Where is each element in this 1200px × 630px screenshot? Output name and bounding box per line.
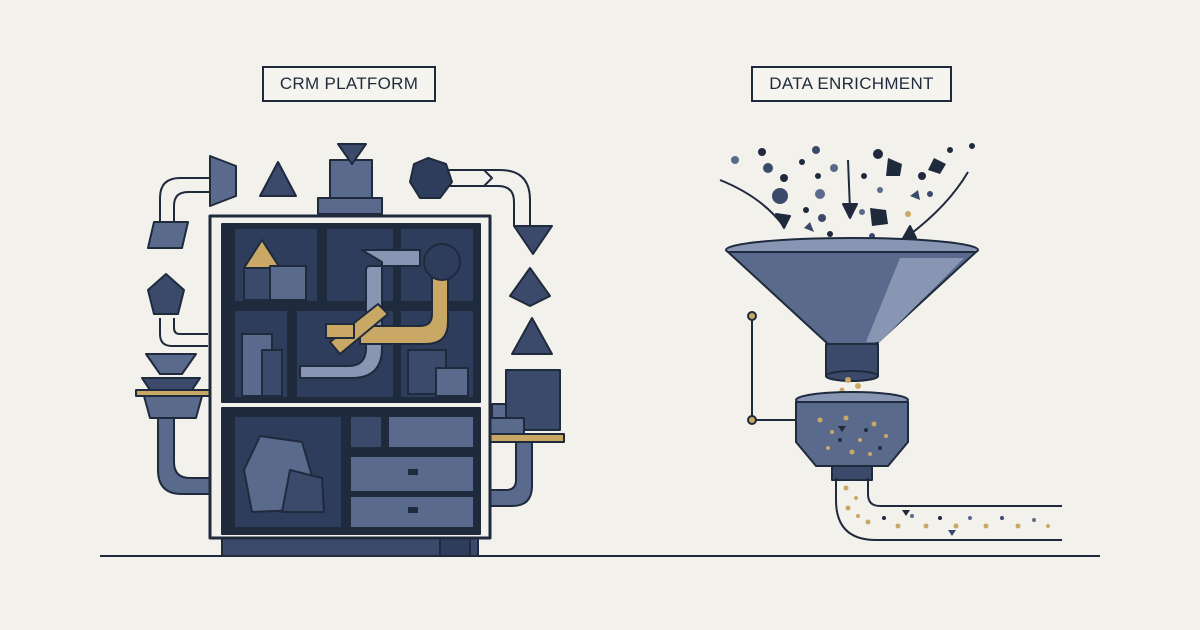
drawer-handle-icon-2 <box>408 507 418 513</box>
inner-block-icon-4 <box>261 349 283 397</box>
drawer-handle-icon <box>408 469 418 475</box>
compartment-icon-8 <box>349 415 383 449</box>
support-bracket-icon <box>751 316 800 421</box>
bracket-joint-icon-2 <box>747 415 757 425</box>
lever-base-icon <box>325 323 355 339</box>
lever-arm-icon <box>329 303 389 355</box>
arrowhead-icon <box>775 213 791 229</box>
gold-pipe-icon <box>359 267 449 345</box>
compartment-icon-9 <box>387 415 475 449</box>
parallelogram-shape-icon <box>147 221 189 249</box>
hopper-mid-icon <box>141 377 201 391</box>
crm-platform-label: CRM PLATFORM <box>262 66 436 102</box>
vessel-particles-icon <box>817 415 888 456</box>
funnel-shine-icon <box>866 258 964 342</box>
hopper-pipe-icon <box>157 417 215 495</box>
data-funnel-icon <box>719 143 1062 541</box>
funnel-cap-icon <box>337 143 367 165</box>
vessel-neck-icon <box>831 465 873 481</box>
return-pipe-icon <box>489 441 533 507</box>
triangle-shape-icon-2 <box>511 317 553 355</box>
block-shape-icon-2 <box>317 197 383 215</box>
funnel-neck-base-icon <box>825 370 879 382</box>
bracket-joint-icon <box>747 311 757 321</box>
inflow-arrows-icon <box>719 159 969 237</box>
hopper-top-icon <box>145 353 197 375</box>
inner-block-icon-2 <box>269 265 307 301</box>
data-particles-icon <box>731 143 975 250</box>
triangle-shape-icon <box>259 161 297 197</box>
arrowhead-icon-2 <box>842 203 858 219</box>
arrowhead-icon-3 <box>901 225 917 241</box>
inner-block-icon-6 <box>435 367 469 397</box>
block-shape-icon <box>329 159 373 199</box>
feed-pipe-icon <box>159 169 531 347</box>
hopper-bowl-icon <box>143 395 203 419</box>
crm-machine-icon <box>135 143 565 557</box>
side-plate-icon <box>487 433 565 443</box>
side-pipe-icon-2 <box>487 417 525 435</box>
shield-shape-icon <box>509 267 551 307</box>
inner-polygon-icon-2 <box>281 469 325 513</box>
data-enrichment-label: DATA ENRICHMENT <box>751 66 952 102</box>
outflow-pipe-icon <box>835 478 1062 541</box>
inner-pipe-icon <box>299 249 421 379</box>
valve-ball-icon <box>423 243 461 281</box>
triangle-down-icon <box>513 225 553 255</box>
outflow-particles-icon <box>843 485 1050 536</box>
vessel-body-icon <box>795 401 909 467</box>
pentagon-shape-icon-2 <box>147 273 185 315</box>
heptagon-shape-icon <box>409 157 453 199</box>
pentagon-shape-icon <box>209 155 237 207</box>
